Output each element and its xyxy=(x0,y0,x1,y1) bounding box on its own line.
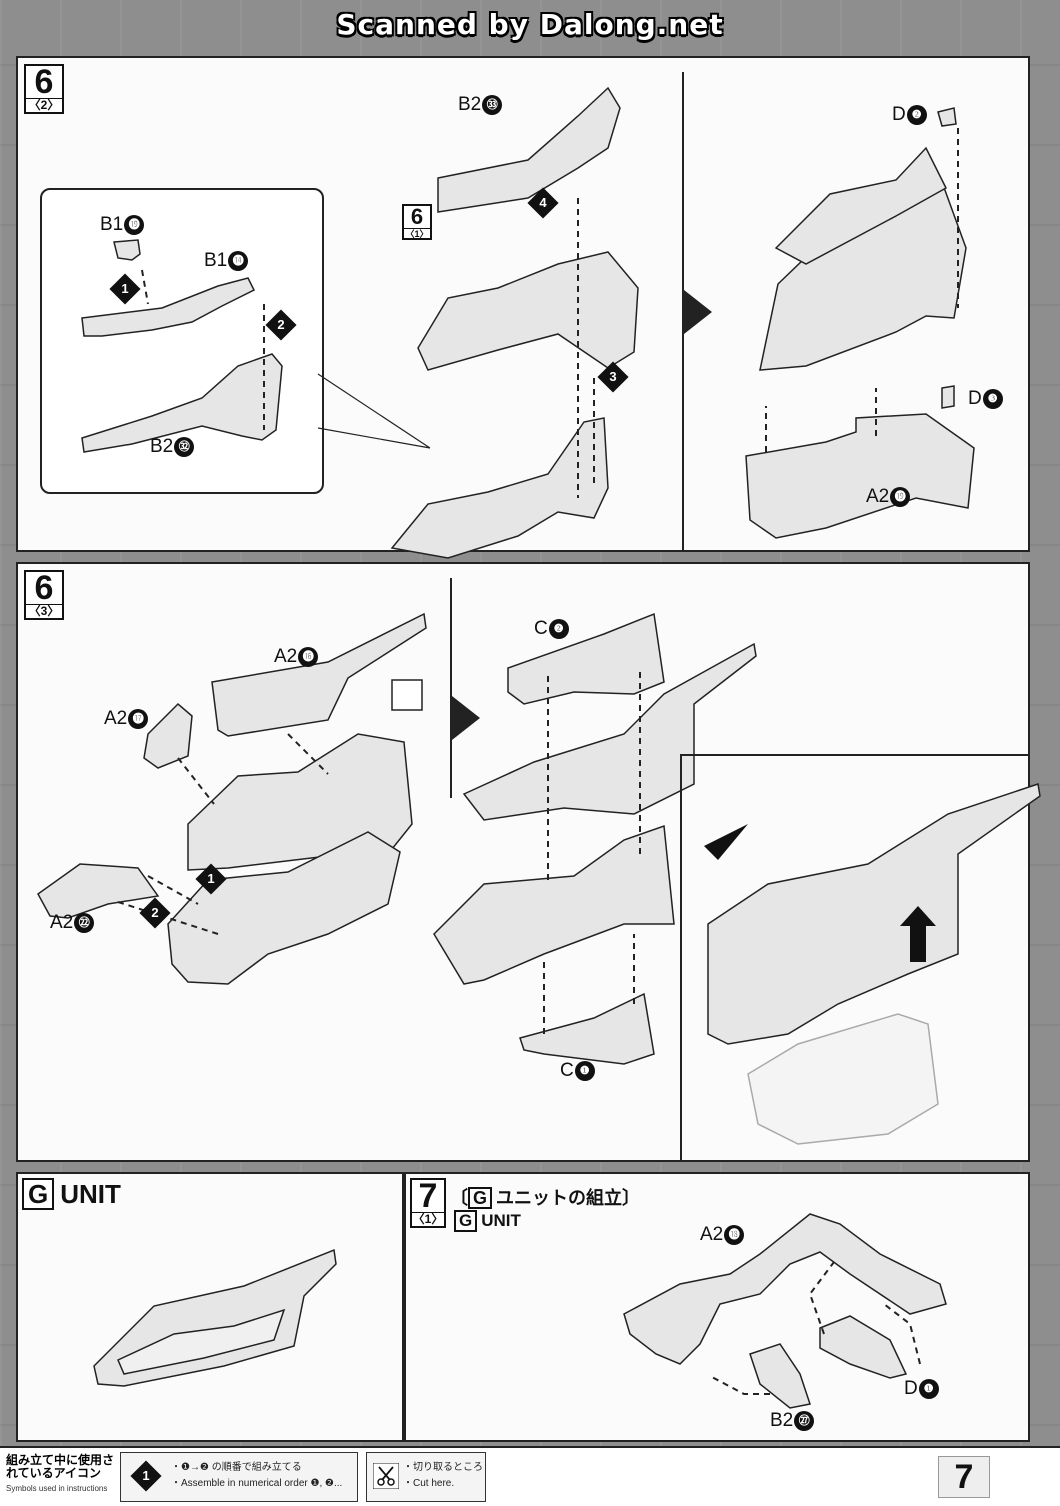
divider-line-6-3-a xyxy=(450,578,452,798)
seq-marker-2: 2 xyxy=(265,309,297,341)
legend-cut-jp: ・切り取るところ xyxy=(403,1462,483,1473)
legend-order-en: ・Assemble in numerical order ❶, ❷... xyxy=(171,1478,343,1489)
legend-order-jp: ・❶→❷ の順番で組み立てる xyxy=(171,1462,302,1473)
step-7-illustration xyxy=(623,1213,947,1409)
legend-cut-en: ・Cut here. xyxy=(403,1478,455,1489)
watermark: Scanned by Dalong.net xyxy=(336,8,724,41)
seq-marker-6-3-2: 2 xyxy=(139,897,171,929)
step-number: 6 xyxy=(34,63,54,101)
center-assembly-6-3-illustration xyxy=(433,612,757,1065)
ref-step-badge-6-1: 6 〈1〉 xyxy=(402,204,432,240)
step-badge-6-3: 6 〈3〉 xyxy=(24,570,64,620)
seq-marker-4: 4 xyxy=(527,187,559,219)
seq-marker-1: 1 xyxy=(109,273,141,305)
detail-view-box xyxy=(680,754,1028,1160)
g-unit-illustration xyxy=(93,1248,337,1387)
next-arrow-6-3 xyxy=(452,696,480,740)
center-assembly-illustration xyxy=(390,86,639,559)
scissors-icon xyxy=(373,1463,399,1489)
step-badge-6-2: 6 〈2〉 xyxy=(24,64,64,114)
inset-parts-illustration xyxy=(81,239,283,453)
step-badge-7-1: 7 〈1〉 xyxy=(410,1178,446,1228)
divider-line xyxy=(682,72,684,552)
page-number: 7 xyxy=(938,1456,990,1498)
completed-assembly-illustration xyxy=(704,783,1041,1145)
callout-lines xyxy=(317,373,431,449)
seq-marker-3: 3 xyxy=(597,361,629,393)
step-sub: 〈2〉 xyxy=(26,98,62,112)
next-arrow xyxy=(684,290,712,334)
left-assembly-illustration xyxy=(37,612,427,985)
symbols-legend: 組み立て中に使用されているアイコン Symbols used in instru… xyxy=(0,1446,1060,1506)
legend-item-order: 1 ・❶→❷ の順番で組み立てる ・Assemble in numerical … xyxy=(120,1452,358,1502)
legend-title-en: Symbols used in instructions xyxy=(6,1484,108,1493)
right-assembly-illustration xyxy=(745,107,975,539)
legend-item-cut: ・切り取るところ ・Cut here. xyxy=(366,1452,486,1502)
order-symbol-icon: 1 xyxy=(130,1460,162,1492)
seq-marker-6-3-1: 1 xyxy=(195,863,227,895)
legend-title-jp: 組み立て中に使用されているアイコン xyxy=(6,1453,115,1480)
